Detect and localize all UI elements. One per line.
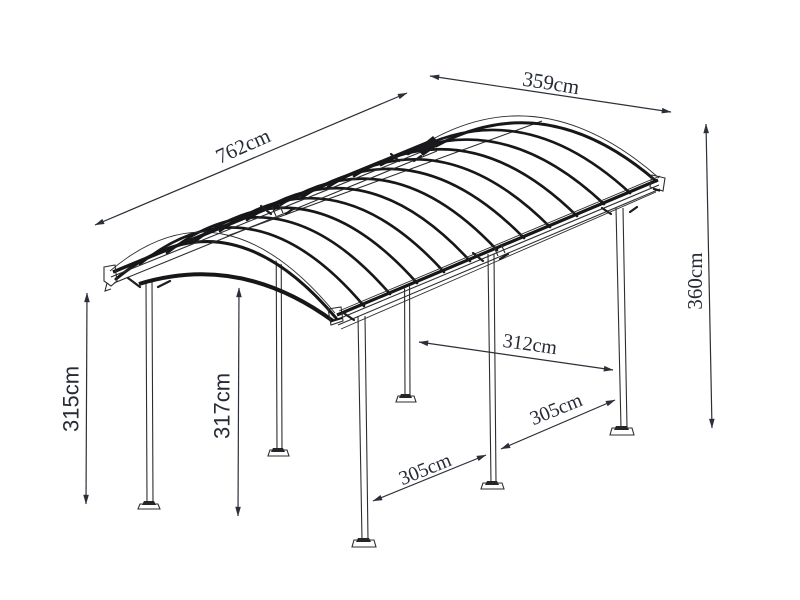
front-arch-outer-edge	[109, 231, 336, 314]
dim-front-height-label: 315cm	[58, 366, 83, 432]
arched-roof	[103, 115, 666, 330]
dim-post-span-arrow	[418, 340, 614, 372]
rear-arch-rib	[434, 121, 658, 183]
dim-post-bay-rear-label: 305cm	[527, 389, 586, 430]
dim-clearance-height-arrow	[235, 287, 242, 517]
dim-rear-height-arrow	[703, 123, 715, 429]
dim-front-height-arrow	[83, 292, 90, 505]
post-front-right	[351, 315, 377, 548]
rear-arch-outer-edge	[432, 115, 660, 179]
dim-post-bay-front-label: 305cm	[396, 449, 455, 490]
dim-roof-length-arrow	[94, 92, 408, 226]
gutter-end-caps	[103, 136, 666, 326]
dim-rear-height-label: 360cm	[683, 252, 707, 309]
post-mid-right	[480, 253, 505, 490]
dim-post-bay-front-arrow	[372, 454, 487, 502]
dim-post-bay-rear-arrow	[500, 399, 616, 450]
right-gutter-beam	[335, 175, 661, 330]
dim-roof-width-label: 359cm	[521, 67, 581, 100]
posts	[137, 155, 635, 548]
dim-roof-width-arrow	[429, 74, 672, 114]
post-front-left	[137, 279, 161, 510]
roof-underside-beam	[138, 272, 335, 323]
dim-clearance-height-label: 317cm	[209, 373, 234, 439]
